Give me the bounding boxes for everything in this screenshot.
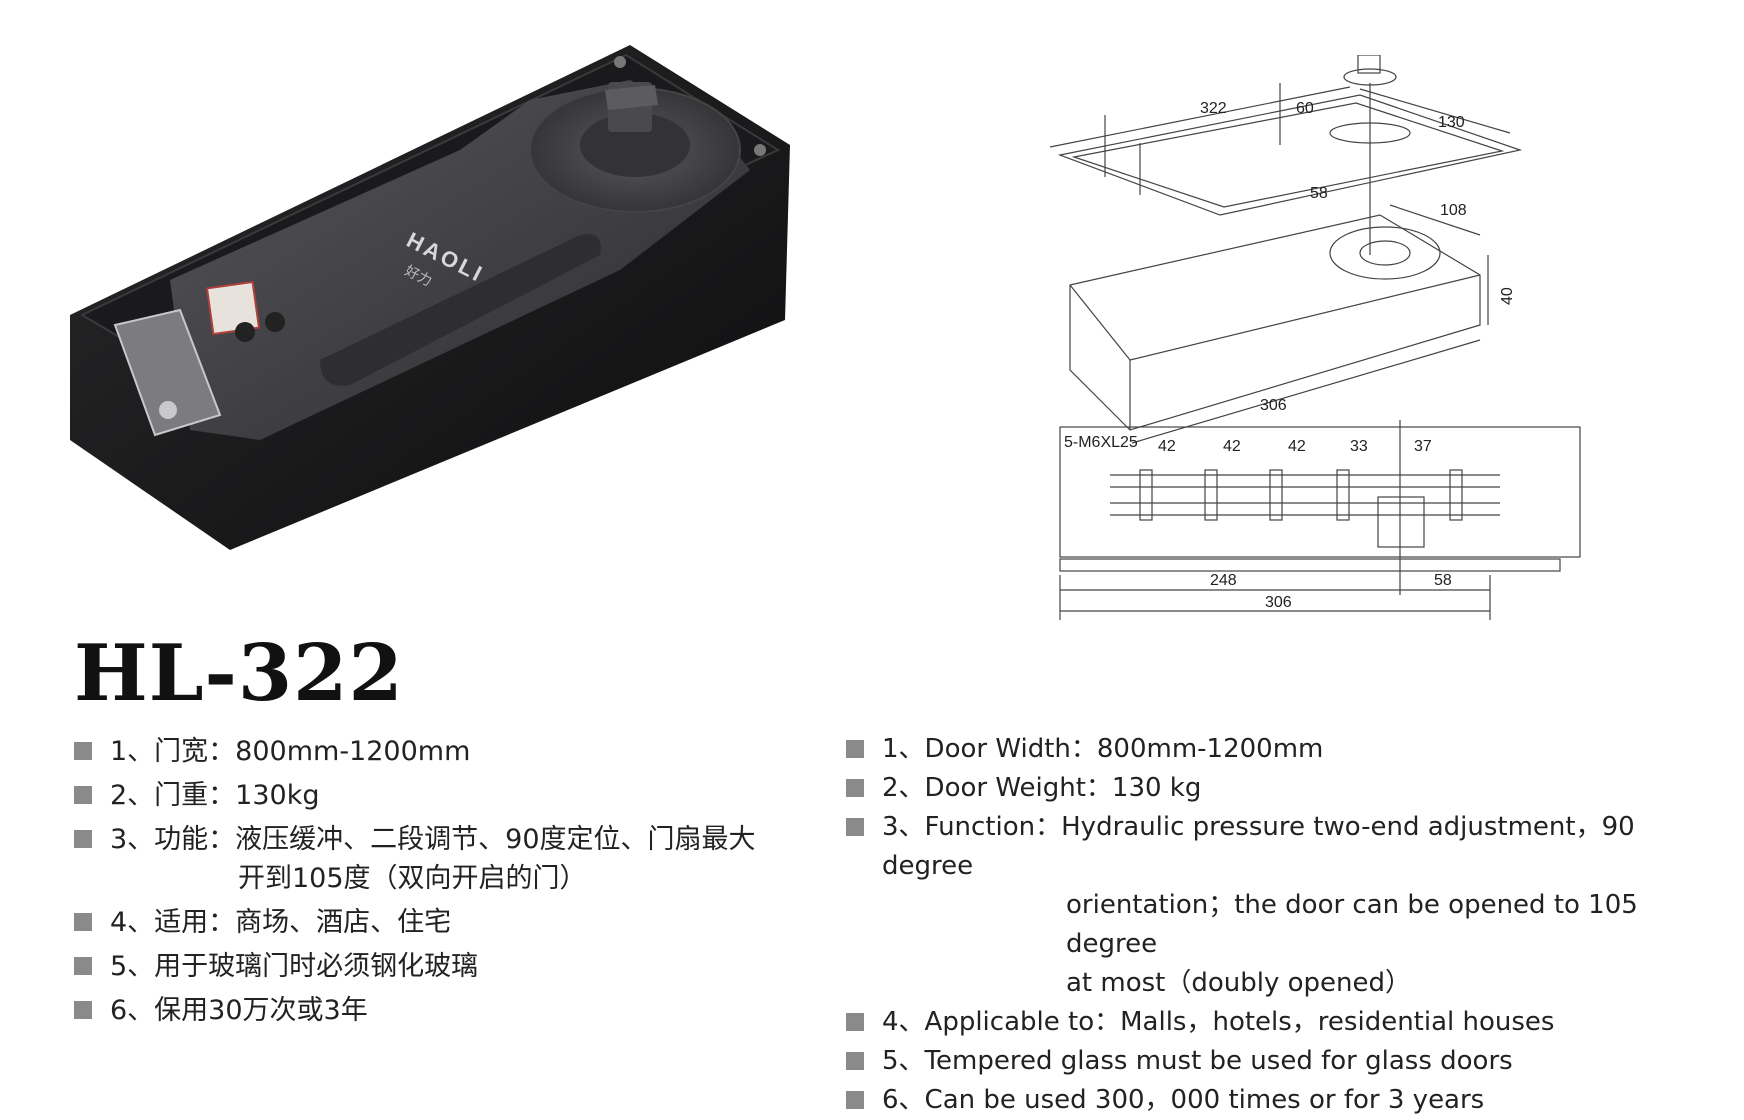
dim-body-length: 306 <box>1260 397 1287 414</box>
spec-cn-item-6: 6、保用30万次或3年 <box>74 991 834 1030</box>
spec-cn-item-1: 1、门宽：800mm-1200mm <box>74 732 834 771</box>
bullet-square-icon <box>74 786 92 804</box>
bullet-square-icon <box>846 779 864 797</box>
bullet-square-icon <box>74 1001 92 1019</box>
spec-en-item-3: 3、Function：Hydraulic pressure two-end ad… <box>846 808 1726 1003</box>
spec-en-item-2: 2、Door Weight：130 kg <box>846 769 1726 808</box>
mounting-bracket <box>113 308 222 437</box>
dim-bottom-right: 58 <box>1434 572 1452 589</box>
bullet-square-icon <box>846 1013 864 1031</box>
dim-hole-spacing-3: 42 <box>1288 438 1306 455</box>
bullet-square-icon <box>846 740 864 758</box>
spec-text-continued: orientation；the door can be opened to 10… <box>1066 890 1638 959</box>
spec-cn-item-5: 5、用于玻璃门时必须钢化玻璃 <box>74 947 834 986</box>
spec-cn-item-3: 3、功能：液压缓冲、二段调节、90度定位、门扇最大开到105度（双向开启的门） <box>74 820 834 898</box>
bullet-square-icon <box>74 913 92 931</box>
dim-bottom-left: 248 <box>1210 572 1237 589</box>
spec-text: 3、功能：液压缓冲、二段调节、90度定位、门扇最大 <box>110 824 756 855</box>
spec-text: 6、保用30万次或3年 <box>110 995 368 1026</box>
spec-en-item-6: 6、Can be used 300，000 times or for 3 yea… <box>846 1081 1726 1120</box>
hydraulic-cylinder <box>320 234 601 386</box>
spec-cn-item-4: 4、适用：商场、酒店、住宅 <box>74 903 834 942</box>
adjust-screw-1 <box>235 322 255 342</box>
dim-mid-width: 108 <box>1440 202 1467 219</box>
spec-list-chinese: 1、门宽：800mm-1200mm 2、门重：130kg 3、功能：液压缓冲、二… <box>74 732 834 1035</box>
spec-en-item-4: 4、Applicable to：Malls，hotels，residential… <box>846 1003 1726 1042</box>
dim-top-offset: 60 <box>1296 100 1314 117</box>
model-title: HL-322 <box>74 628 404 719</box>
dimension-diagram: 322 60 130 58 108 40 306 5-M6XL25 42 42 … <box>1049 54 1581 620</box>
product-photo: HAOLI 好力 <box>60 40 900 630</box>
spec-text: 2、门重：130kg <box>110 780 320 811</box>
dim-hole-spacing-4: 33 <box>1350 438 1368 455</box>
spec-en-item-5: 5、Tempered glass must be used for glass … <box>846 1042 1726 1081</box>
spec-text: 6、Can be used 300，000 times or for 3 yea… <box>882 1085 1485 1115</box>
dim-screw-spec: 5-M6XL25 <box>1064 434 1138 451</box>
dim-height: 40 <box>1499 287 1516 305</box>
spec-text: 2、Door Weight：130 kg <box>882 773 1202 803</box>
body-box-outline <box>1069 214 1481 431</box>
spec-list-english: 1、Door Width：800mm-1200mm 2、Door Weight：… <box>846 730 1726 1120</box>
bullet-square-icon <box>74 742 92 760</box>
spec-text-continued-2: at most（doubly opened） <box>1066 968 1412 998</box>
dim-bottom-total: 306 <box>1265 594 1292 611</box>
spec-text-continued: 开到105度（双向开启的门） <box>238 863 587 894</box>
dim-hole-spacing-1: 42 <box>1158 438 1176 455</box>
spec-text: 5、Tempered glass must be used for glass … <box>882 1046 1513 1076</box>
spec-text: 1、门宽：800mm-1200mm <box>110 736 471 767</box>
dim-mid-offset: 58 <box>1310 185 1328 202</box>
dim-hole-spacing-5: 37 <box>1414 438 1432 455</box>
spec-en-item-1: 1、Door Width：800mm-1200mm <box>846 730 1726 769</box>
bullet-square-icon <box>846 1091 864 1109</box>
bullet-square-icon <box>74 957 92 975</box>
dim-top-width: 130 <box>1438 114 1465 131</box>
spec-text: 4、Applicable to：Malls，hotels，residential… <box>882 1007 1555 1037</box>
spec-cn-item-2: 2、门重：130kg <box>74 776 834 815</box>
spec-text: 3、Function：Hydraulic pressure two-end ad… <box>882 812 1635 881</box>
spec-text: 5、用于玻璃门时必须钢化玻璃 <box>110 951 479 982</box>
bullet-square-icon <box>846 1052 864 1070</box>
floor-spring-illustration: HAOLI 好力 <box>70 45 790 550</box>
spec-text: 1、Door Width：800mm-1200mm <box>882 734 1324 764</box>
section-outline <box>1059 426 1581 558</box>
cover-plate-outline <box>1057 94 1523 216</box>
dim-top-length: 322 <box>1200 100 1227 117</box>
bullet-square-icon <box>846 818 864 836</box>
adjust-screw-2 <box>265 312 285 332</box>
technical-drawing: 322 60 130 58 108 40 306 5-M6XL25 42 42 … <box>1040 54 1700 695</box>
bullet-square-icon <box>74 830 92 848</box>
spec-text: 4、适用：商场、酒店、住宅 <box>110 907 452 938</box>
dim-hole-spacing-2: 42 <box>1223 438 1241 455</box>
